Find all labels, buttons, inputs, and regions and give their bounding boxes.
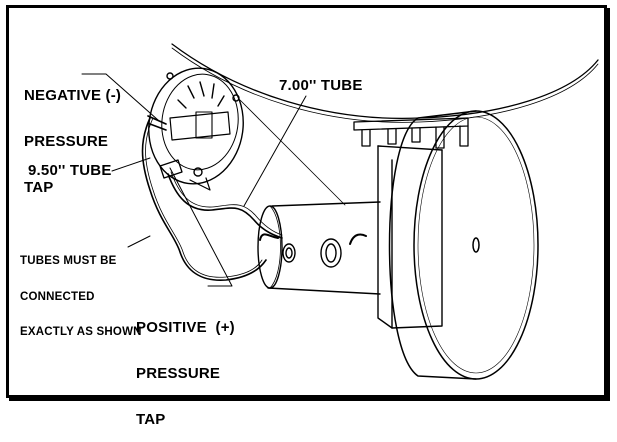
motor-body <box>257 201 381 295</box>
tube-700 <box>167 171 283 239</box>
leader-lines <box>81 73 307 287</box>
negative-tap-line1: NEGATIVE (-) <box>24 87 122 104</box>
negative-tap-line2: PRESSURE <box>24 133 109 150</box>
housing-outline <box>171 43 599 206</box>
positive-tap-line2: PRESSURE <box>136 365 221 382</box>
support-plate <box>377 145 443 329</box>
tubes-note: TUBES MUST BE CONNECTED EXACTLY AS SHOWN <box>20 233 142 350</box>
motor-ports <box>259 233 367 268</box>
negative-tap-label: NEGATIVE (-) PRESSURE TAP <box>24 58 121 210</box>
tubes-note-line1: TUBES MUST BE <box>20 255 117 267</box>
mounting-bracket <box>353 117 469 149</box>
positive-tap-line1: POSITIVE (+) <box>136 319 235 336</box>
tube-700-label: 7.00'' TUBE <box>279 77 363 94</box>
fan-assembly-drawing <box>81 43 599 380</box>
tubes-note-line3: EXACTLY AS SHOWN <box>20 326 142 338</box>
positive-tap-label: POSITIVE (+) PRESSURE TAP <box>136 290 235 442</box>
tube-950 <box>141 117 267 281</box>
tube-950-label: 9.50'' TUBE <box>28 162 112 179</box>
positive-tap-line3: TAP <box>136 411 166 428</box>
tubes-note-line2: CONNECTED <box>20 290 95 303</box>
diagram-frame <box>6 5 607 398</box>
negative-tap-line3: TAP <box>24 179 54 196</box>
fan-wheel <box>388 110 539 380</box>
